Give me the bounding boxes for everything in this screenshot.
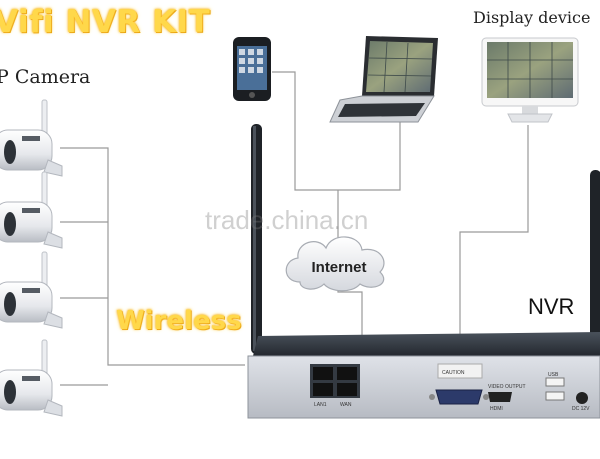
kit-title: Vifi NVR KIT: [0, 4, 210, 40]
camera-icon: [0, 172, 62, 248]
camera-icon: [0, 252, 62, 328]
power-label: DC 12V: [572, 406, 590, 412]
nvr-label: NVR: [528, 294, 574, 320]
ip-cameras: [0, 100, 62, 416]
internet-label: Internet: [311, 259, 366, 276]
monitor-icon: [482, 38, 578, 122]
display-device-label: Display device: [473, 8, 590, 27]
power-port: [576, 392, 588, 404]
wireless-label: Wireless: [116, 306, 242, 336]
video-output-label: VIDEO OUTPUT: [488, 384, 526, 390]
hdmi-label: HDMI: [490, 406, 503, 412]
laptop-icon: [330, 36, 438, 122]
hdmi-port: [488, 392, 512, 402]
lan-ports: [310, 364, 360, 398]
camera-icon: [0, 100, 62, 176]
lan-label: LAN1: [314, 402, 327, 408]
smartphone-icon: [233, 37, 271, 101]
wan-label: WAN: [340, 402, 352, 408]
camera-icon: [0, 340, 62, 416]
watermark: trade.china.cn: [205, 205, 368, 236]
ip-camera-label: P Camera: [0, 66, 90, 88]
usb-label: USB: [548, 372, 559, 378]
caution-label: CAUTION: [442, 370, 465, 376]
